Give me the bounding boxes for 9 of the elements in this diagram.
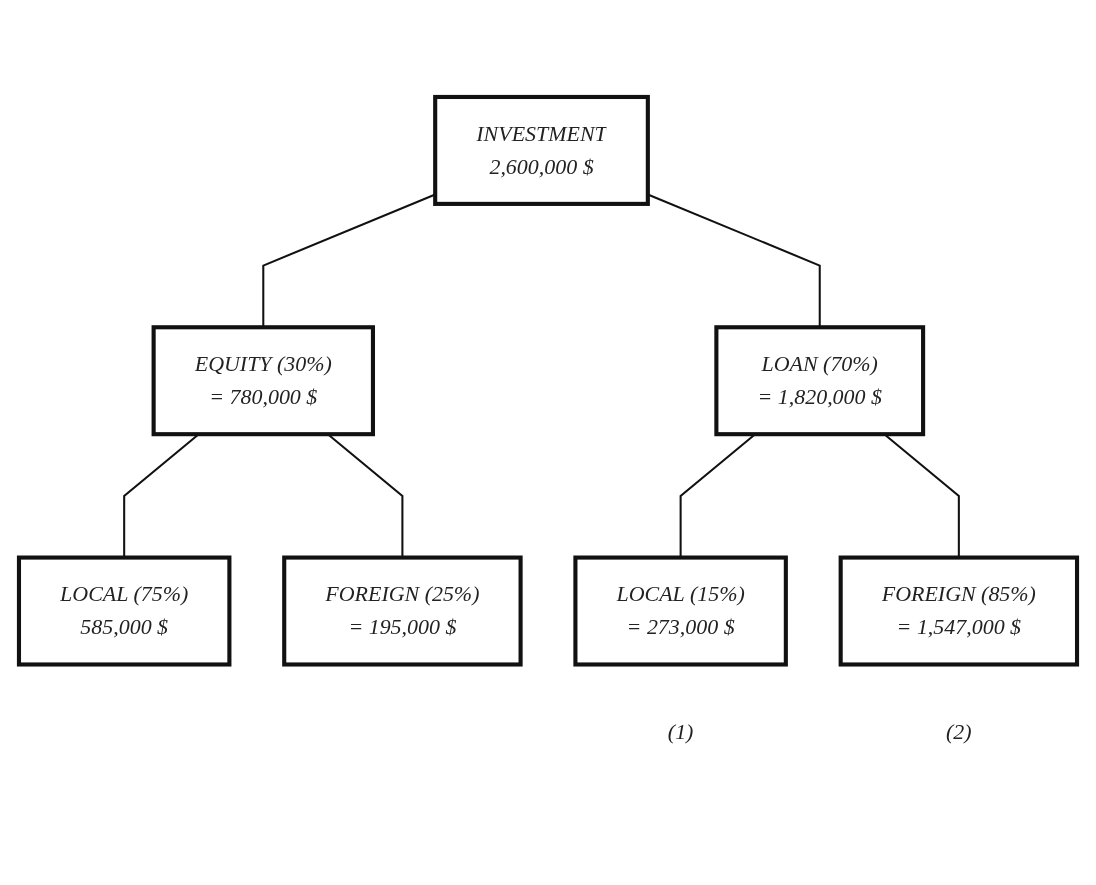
node-box: FOREIGN (85%) = 1,547,000 $ [838,555,1080,667]
node-box: FOREIGN (25%) = 195,000 $ [282,555,523,667]
node-box: INVESTMENT 2,600,000 $ [433,95,650,207]
node-box: LOCAL (15%) = 273,000 $ [573,555,788,667]
node-label: (2) [946,719,972,743]
node-box: EQUITY (30%) = 780,000 $ [151,325,375,437]
node-box: LOCAL (75%) 585,000 $ [16,555,232,667]
node-label: (1) [667,719,694,743]
node-box: LOAN (70%) = 1,820,000 $ [714,325,926,437]
